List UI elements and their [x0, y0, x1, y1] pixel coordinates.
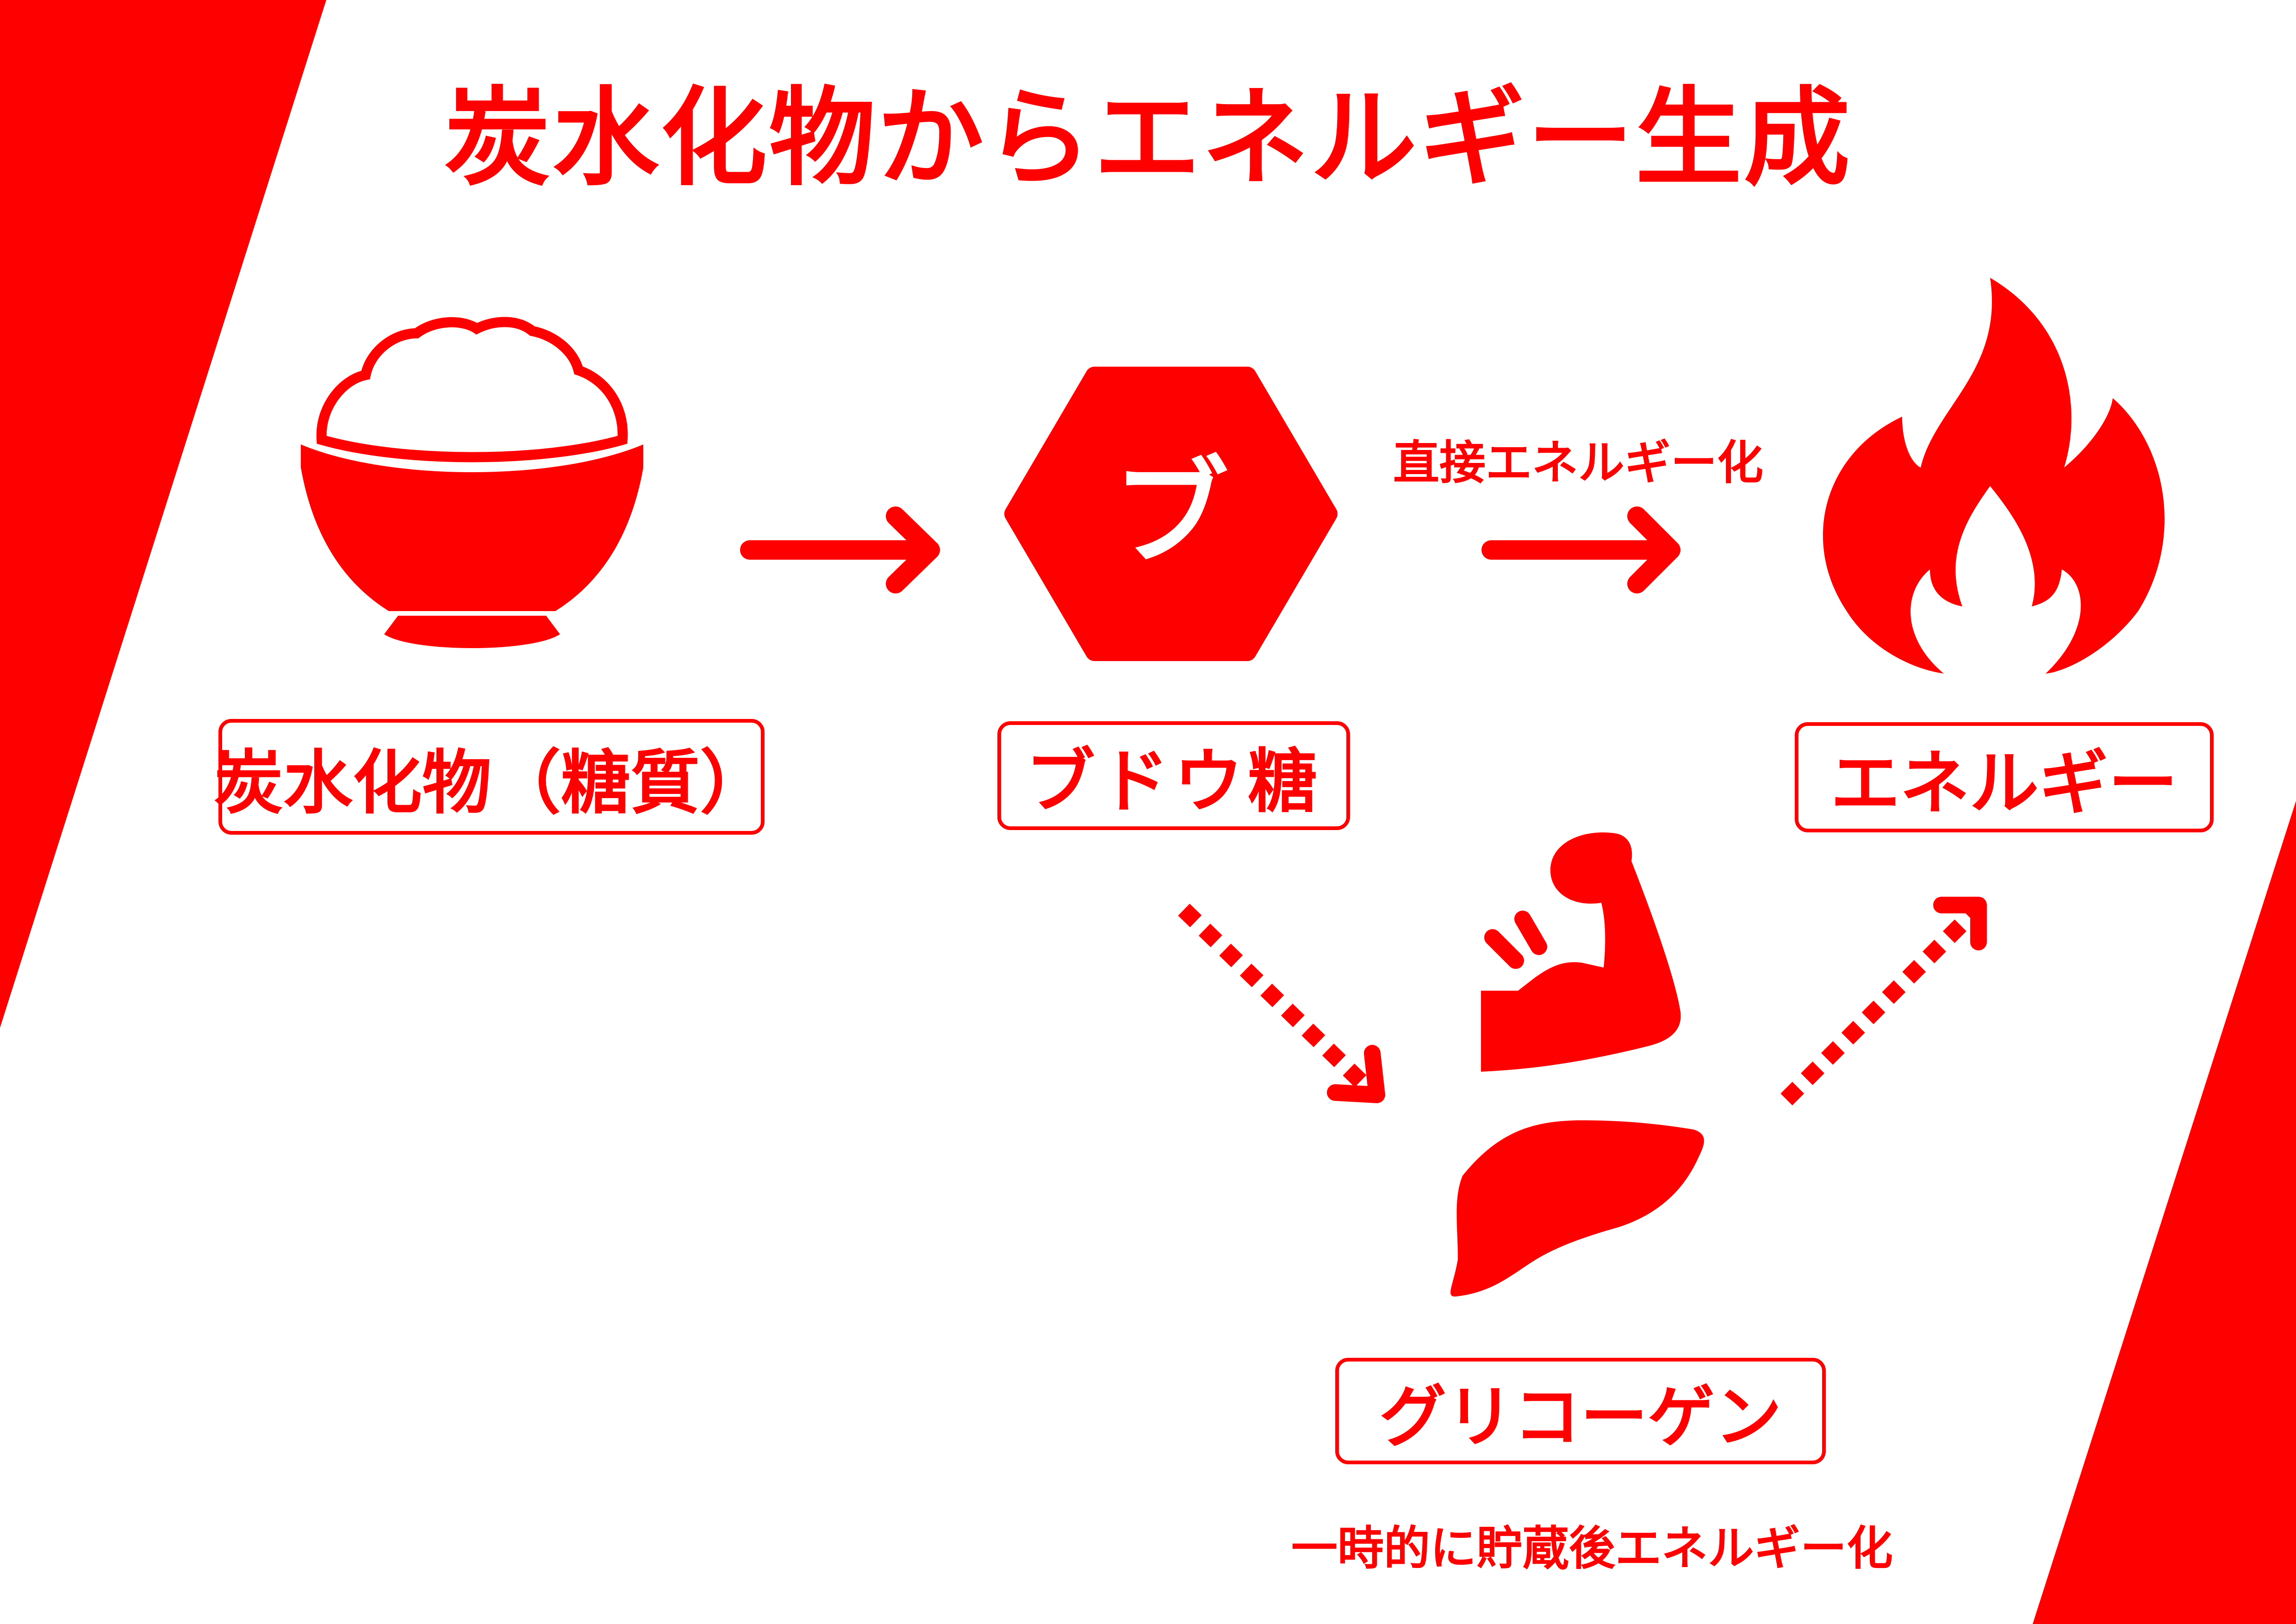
corner-stripe-bottom-right [2033, 801, 2296, 1624]
edge-label-via-glycogen: 一時的に貯蔵後エネルギー化 [1291, 1521, 1893, 1575]
corner-stripe-top-left [0, 0, 326, 1028]
flame-icon [1823, 278, 2165, 674]
dashed-arrow-glycogen-to-energy [1780, 897, 1987, 1106]
muscle-arm-icon [1481, 832, 1681, 1072]
node-glycogen-label: グリコーゲン [1335, 1358, 1826, 1464]
arrow-carbohydrate-to-glucose [740, 506, 940, 593]
arrow-glucose-to-energy [1481, 506, 1680, 593]
node-glucose-label: ブドウ糖 [997, 721, 1350, 830]
edge-label-direct: 直接エネルギー化 [1393, 436, 1763, 490]
node-energy-label: エネルギー [1795, 722, 2214, 832]
node-carbohydrate-label: 炭水化物（糖質） [214, 719, 769, 835]
liver-icon [1450, 1120, 1704, 1297]
dashed-arrow-glucose-to-glycogen [1178, 904, 1385, 1103]
rice-bowl-icon [301, 317, 643, 648]
page-title: 炭水化物からエネルギー生成 [444, 77, 1852, 200]
hexagon-glucose-letter: ブ [1113, 446, 1229, 581]
hexagon-glucose-icon: ブ [1004, 367, 1338, 661]
